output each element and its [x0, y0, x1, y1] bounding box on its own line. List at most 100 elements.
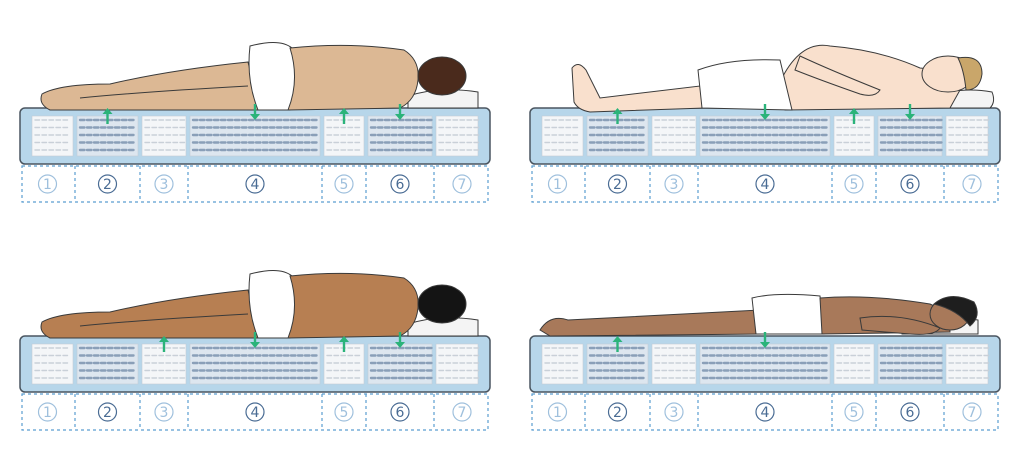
zone-circle	[97, 174, 118, 194]
spring-zone-1	[541, 343, 584, 385]
zone-circle	[452, 174, 472, 194]
zone-number-6: 6	[900, 174, 920, 194]
spring-zone-2	[76, 343, 139, 385]
zone-legend-frame	[531, 165, 999, 203]
zone-label: 4	[761, 177, 770, 193]
zone-number-4: 4	[245, 402, 265, 422]
zone-label: 2	[103, 405, 112, 421]
zone-legend-frame	[21, 393, 489, 431]
legs	[40, 61, 261, 111]
spring-zone-1	[31, 115, 74, 157]
leg-line	[79, 85, 249, 99]
zone-circle	[664, 402, 684, 422]
zone-number-6: 6	[900, 402, 920, 422]
zone-label: 2	[103, 177, 112, 193]
spring-zone-3	[141, 115, 187, 157]
zone-number-2: 2	[97, 174, 118, 194]
spring-zone-7	[435, 343, 480, 385]
arrow-head	[612, 336, 623, 342]
legs	[539, 309, 767, 337]
zone-number-3: 3	[664, 402, 684, 422]
zone-circle	[755, 402, 775, 422]
support-down-arrow-icon	[905, 104, 915, 120]
zone-label: 2	[613, 177, 622, 193]
zone-number-6: 6	[390, 174, 410, 194]
zone-number-5: 5	[844, 174, 864, 194]
support-up-arrow-icon	[159, 336, 169, 352]
sleeper-figure	[40, 42, 479, 111]
zone-circle	[452, 402, 472, 422]
zone-label: 7	[968, 177, 977, 193]
zone-number-2: 2	[97, 402, 118, 422]
torso	[287, 44, 419, 111]
zone-circle	[664, 174, 684, 194]
zone-circle	[334, 174, 354, 194]
spring-zone-1	[541, 115, 584, 157]
zone-label: 5	[850, 177, 859, 193]
underwear	[248, 42, 296, 111]
sleeper-figure	[40, 270, 479, 339]
zone-label: 7	[458, 405, 467, 421]
zone-circle	[844, 174, 864, 194]
arrow-head	[250, 342, 260, 348]
spring-zone-3	[651, 343, 697, 385]
arrow-head	[339, 336, 349, 342]
spring-zone-6	[367, 115, 433, 157]
zone-circle	[900, 402, 920, 422]
zone-label: 6	[396, 405, 405, 421]
zone-circle	[334, 402, 354, 422]
hair	[957, 56, 983, 91]
zone-label: 6	[906, 405, 915, 421]
zone-circle	[154, 174, 174, 194]
zone-label: 7	[458, 177, 467, 193]
arrow-head	[250, 114, 260, 120]
zone-number-3: 3	[664, 174, 684, 194]
zone-label: 2	[613, 405, 622, 421]
zone-label: 7	[968, 405, 977, 421]
arrow-head	[905, 114, 915, 120]
arrow-head	[339, 108, 349, 114]
zone-circle	[154, 402, 174, 422]
arrow-head	[395, 342, 405, 348]
arrow-head	[760, 342, 770, 348]
support-up-arrow-icon	[612, 336, 623, 352]
zone-number-3: 3	[154, 402, 174, 422]
spring-zone-3	[651, 115, 697, 157]
spring-zone-5	[833, 343, 875, 385]
support-down-arrow-icon	[250, 104, 260, 120]
underwear	[248, 270, 296, 339]
spring-zone-4	[189, 343, 321, 385]
head	[417, 56, 467, 96]
arrow-head	[395, 114, 405, 120]
support-down-arrow-icon	[760, 104, 770, 120]
zone-circle	[245, 174, 265, 194]
zone-circle	[547, 174, 568, 194]
head	[417, 284, 467, 324]
support-up-arrow-icon	[339, 336, 349, 352]
zone-number-4: 4	[755, 402, 775, 422]
zone-circle	[390, 402, 410, 422]
zone-circle	[37, 402, 58, 422]
spring-zone-7	[945, 115, 990, 157]
zone-number-3: 3	[154, 174, 174, 194]
zone-number-7: 7	[962, 402, 982, 422]
zone-label: 5	[340, 177, 349, 193]
underwear	[697, 59, 793, 111]
zone-label: 1	[43, 405, 52, 421]
zone-circle	[755, 174, 775, 194]
arrow-head	[612, 108, 623, 114]
legs	[40, 289, 261, 339]
spring-zone-2	[586, 343, 649, 385]
support-up-arrow-icon	[339, 108, 349, 124]
legs	[571, 64, 706, 113]
spring-zone-6	[367, 343, 433, 385]
zone-circle	[37, 174, 58, 194]
